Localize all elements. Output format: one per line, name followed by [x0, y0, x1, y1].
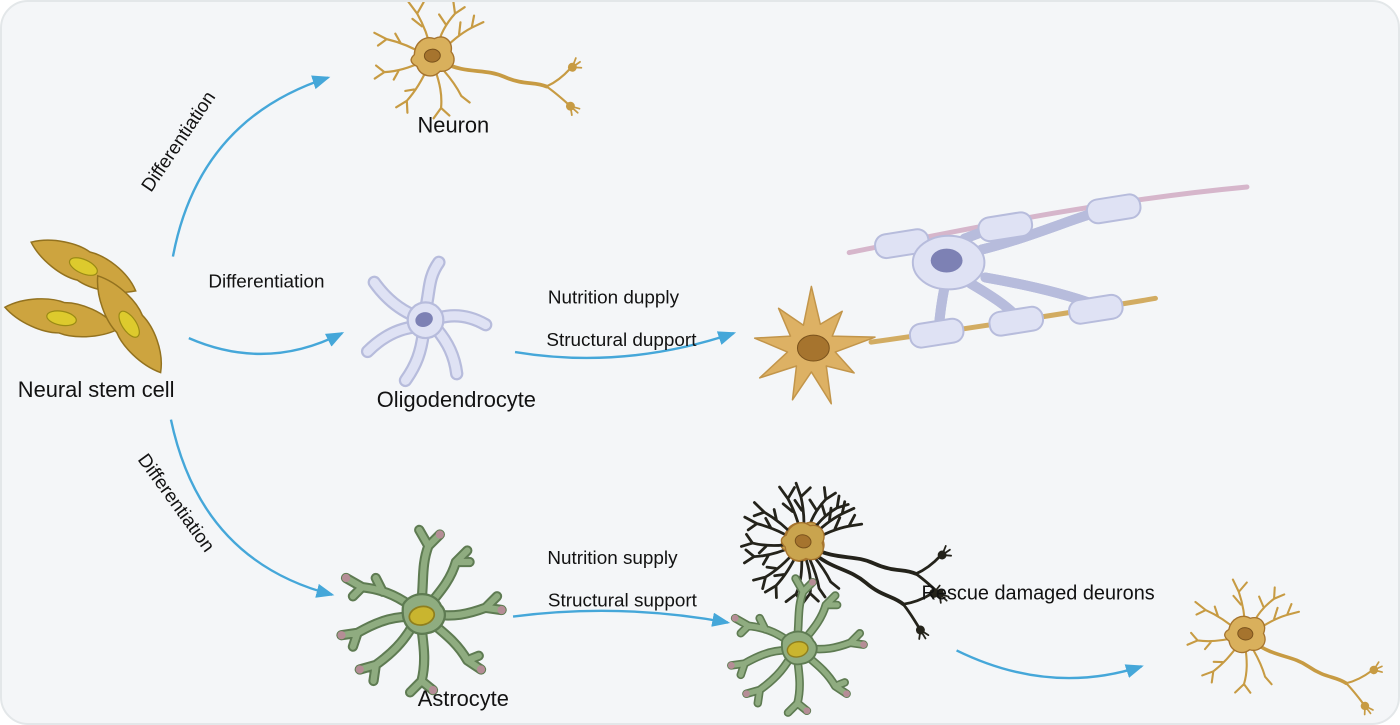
damaged-neuron-illustration [728, 472, 963, 644]
neural-stem-cell-label: Neural stem cell [18, 377, 175, 402]
differentiation-label-astrocyte: Differentiation [133, 450, 218, 556]
differentiation-label-oligodendrocyte: Differentiation [208, 271, 324, 292]
myelination-scene [753, 184, 1250, 405]
oligo-support-label-line2: Structural dupport [546, 330, 697, 351]
differentiation-arrow-to-oligodendrocyte [188, 332, 345, 356]
astro-support-label-line1: Nutrition supply [547, 548, 678, 569]
arrows [169, 75, 1144, 680]
neuron-illustration [368, 2, 586, 128]
differentiation-label-neuron: Differentiation [138, 88, 220, 196]
neural-stem-cell-illustration [2, 226, 177, 382]
scene-astrocyte-illustration [728, 579, 867, 715]
labels: Neural stem cell Neuron Oligodendrocyte … [18, 88, 1155, 711]
supported-neuron [753, 285, 876, 405]
astro-support-label-line2: Structural support [548, 591, 698, 612]
oligodendrocyte-label: Oligodendrocyte [377, 387, 536, 412]
oligodendrocyte-illustration [368, 262, 486, 380]
myelin-segment [986, 304, 1046, 339]
oligodendrocyte-support-arrow [514, 331, 737, 360]
myelin-segment [1084, 191, 1144, 226]
astrocyte-illustration [337, 530, 505, 694]
differentiation-arrow-to-astrocyte [169, 419, 335, 598]
differentiation-arrow-to-neuron [171, 75, 331, 257]
oligo-support-label-line1: Nutrition dupply [548, 287, 680, 308]
astrocyte-support-arrow [512, 609, 731, 627]
neuron-label: Neuron [418, 112, 490, 137]
astrocyte-label: Astrocyte [418, 686, 509, 711]
rescued-neuron-illustration [1179, 572, 1394, 718]
rescue-arrow [956, 649, 1144, 680]
myelin-segment [907, 316, 967, 351]
rescue-label: Rescue damaged deurons [922, 583, 1155, 605]
oligodendrocyte-nucleus [930, 248, 963, 273]
